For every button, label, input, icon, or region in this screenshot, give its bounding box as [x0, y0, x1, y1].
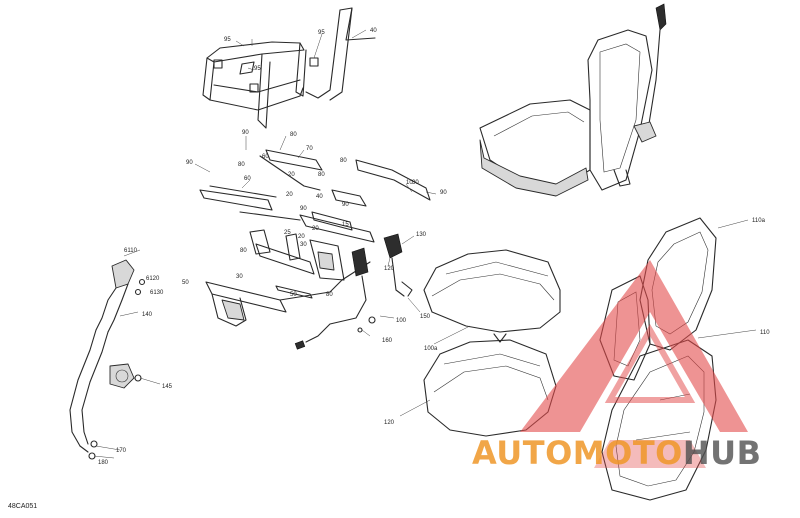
callout-label: 145 — [162, 384, 173, 390]
leader-lines — [93, 29, 757, 459]
callout-label: 30 — [412, 180, 419, 186]
callout-label: 30 — [300, 242, 307, 248]
callout-labels: 40 95 95 95 90 80 70 60 60 80 80 90 80 2… — [98, 28, 770, 466]
callout-label: 10 — [406, 180, 413, 186]
callout-label: 130 — [416, 232, 427, 238]
callout-label: 90 — [186, 160, 193, 166]
callout-label: 100 — [396, 318, 407, 324]
callout-label: 80 — [290, 132, 297, 138]
callout-label: 80 — [238, 162, 245, 168]
callout-label: 40 — [370, 28, 377, 34]
seat-frame-upper — [202, 7, 376, 129]
callout-label: 40 — [316, 194, 323, 200]
callout-label: 80 — [340, 158, 347, 164]
callout-label: 20 — [312, 226, 319, 232]
callout-label: 20 — [298, 234, 305, 240]
callout-label: 170 — [116, 448, 127, 454]
callout-label: 90 — [342, 202, 349, 208]
callout-label: 80 — [318, 172, 325, 178]
callout-label: 30 — [236, 274, 243, 280]
callout-label: 110a — [752, 218, 766, 224]
callout-label: 95 — [318, 30, 325, 36]
callout-label: 140 — [142, 312, 153, 318]
document-code: 48CA051 — [8, 503, 38, 510]
callout-label: 95 — [224, 37, 231, 43]
callout-label: 15 — [342, 222, 349, 228]
callout-label: 50 — [290, 292, 297, 298]
callout-label: 180 — [98, 460, 109, 466]
callout-label: 110 — [760, 330, 770, 336]
callout-label: 50 — [182, 280, 189, 286]
callout-label: 6130 — [150, 290, 164, 296]
callout-label: 90 — [440, 190, 447, 196]
watermark-logo — [520, 260, 748, 468]
callout-label: 6120 — [146, 276, 160, 282]
callout-label: 60 — [262, 154, 269, 160]
callout-label: 95 — [254, 66, 261, 72]
callout-label: 120 — [384, 266, 395, 272]
watermark-text: AUTOMOTOHUB — [472, 434, 762, 472]
callout-label: 20 — [286, 192, 293, 198]
callout-label: 70 — [306, 146, 313, 152]
callout-label: 150 — [420, 314, 431, 320]
callout-label: 90 — [242, 130, 249, 136]
callout-label: 160 — [382, 338, 393, 344]
callout-label: 90 — [300, 206, 307, 212]
callout-label: 60 — [244, 176, 251, 182]
seat-belt-buckle — [294, 233, 413, 350]
callout-label: 80 — [326, 292, 333, 298]
callout-label: 20 — [288, 172, 295, 178]
callout-label: 100a — [424, 346, 438, 352]
callout-label: 120 — [384, 420, 395, 426]
callout-label: 25 — [284, 230, 291, 236]
callout-label: 80 — [240, 248, 247, 254]
callout-label: 6110 — [124, 248, 138, 254]
assembled-seat — [479, 3, 667, 197]
seat-belt-retractor — [69, 259, 146, 460]
seat-slider-assembly — [199, 149, 431, 327]
